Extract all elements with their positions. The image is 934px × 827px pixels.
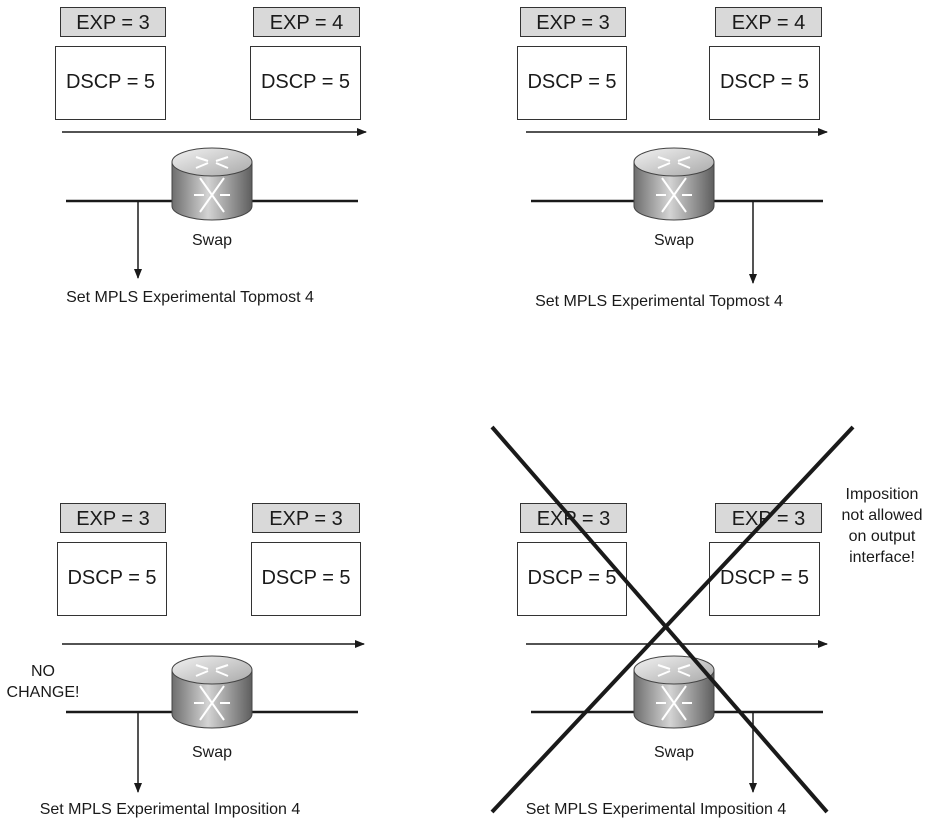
flow-lines [62,640,365,793]
qos-command-label: Set MPLS Experimental Topmost 4 [66,289,314,306]
router-icon [633,147,715,221]
ingress-dscp-label: DSCP = 5 [57,542,167,616]
ingress-dscp-label: DSCP = 5 [55,46,166,120]
router-icon [171,147,253,221]
flow-lines [526,128,828,284]
flow-lines [62,128,367,279]
router-operation-label: Swap [191,232,233,249]
qos-command-label: Set MPLS Experimental Imposition 4 [525,801,787,818]
no-change-note: NO CHANGE! [0,661,86,703]
ingress-exp-label: EXP = 3 [520,7,626,37]
egress-dscp-label: DSCP = 5 [251,542,361,616]
note-line: NO [31,663,55,680]
note-line: CHANGE! [6,684,80,701]
ingress-exp-label: EXP = 3 [60,503,166,533]
panel-imposition-egress-invalid: EXP = 3 DSCP = 5 EXP = 3 DSCP = 5 Swap S… [466,486,934,825]
note-line: on output [848,528,916,545]
router-operation-label: Swap [191,744,233,761]
egress-dscp-label: DSCP = 5 [709,46,820,120]
qos-command-label: Set MPLS Experimental Imposition 4 [39,801,301,818]
router-icon [633,655,715,729]
panel-imposition-ingress: EXP = 3 DSCP = 5 EXP = 3 DSCP = 5 NO CHA… [0,495,420,825]
panel-topmost-ingress: EXP = 3 DSCP = 5 EXP = 4 DSCP = 5 Swap S… [0,0,420,330]
egress-exp-label: EXP = 3 [252,503,360,533]
router-operation-label: Swap [653,232,695,249]
router-icon [171,655,253,729]
egress-dscp-label: DSCP = 5 [250,46,361,120]
imposition-not-allowed-note: Imposition not allowed on output interfa… [830,484,934,568]
ingress-dscp-label: DSCP = 5 [517,46,627,120]
router-operation-label: Swap [653,744,695,761]
note-line: Imposition [845,486,919,503]
qos-command-label: Set MPLS Experimental Topmost 4 [535,293,783,310]
egress-exp-label: EXP = 4 [253,7,360,37]
egress-exp-label: EXP = 4 [715,7,822,37]
panel-topmost-egress: EXP = 3 DSCP = 5 EXP = 4 DSCP = 5 Swap S… [466,0,886,330]
ingress-exp-label: EXP = 3 [60,7,166,37]
note-line: interface! [849,549,915,566]
note-line: not allowed [841,507,923,524]
